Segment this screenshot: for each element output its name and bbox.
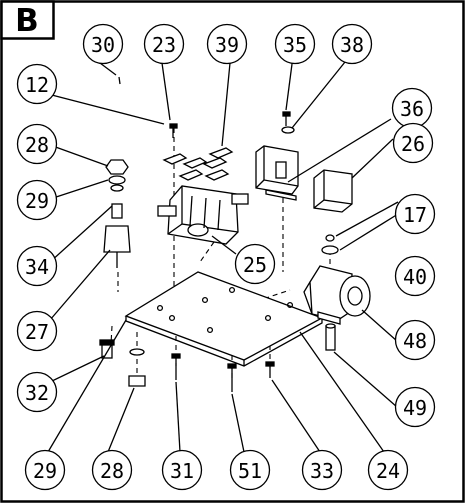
contactor-icon bbox=[157, 185, 249, 245]
callout-38: 38 bbox=[331, 23, 373, 65]
section-tab: B bbox=[0, 0, 55, 40]
callout-35: 35 bbox=[274, 23, 316, 65]
callout-label: 35 bbox=[283, 33, 307, 57]
callout-40: 40 bbox=[394, 255, 436, 297]
callout-label: 48 bbox=[403, 329, 427, 353]
callout-48: 48 bbox=[394, 319, 436, 361]
callout-label: 40 bbox=[403, 265, 427, 289]
callout-label: 23 bbox=[152, 33, 176, 57]
callout-28-bottom: 28 bbox=[91, 449, 133, 491]
callout-33: 33 bbox=[301, 449, 343, 491]
callout-24: 24 bbox=[367, 449, 409, 491]
standoff-icon bbox=[325, 323, 336, 351]
callout-label: 25 bbox=[243, 253, 267, 277]
callout-26: 26 bbox=[392, 122, 434, 164]
capacitor-icon bbox=[313, 169, 353, 213]
callout-label: 38 bbox=[340, 33, 364, 57]
callout-32: 32 bbox=[16, 371, 58, 413]
bottom-hardware bbox=[99, 339, 275, 392]
callout-31: 31 bbox=[161, 449, 203, 491]
callout-label: 17 bbox=[403, 203, 427, 227]
callout-51: 51 bbox=[229, 449, 271, 491]
callout-29: 29 bbox=[16, 179, 58, 221]
section-label: B bbox=[15, 3, 39, 39]
callout-39: 39 bbox=[206, 23, 248, 65]
callout-23: 23 bbox=[143, 23, 185, 65]
washer-icon bbox=[321, 234, 339, 255]
callout-label: 28 bbox=[100, 459, 124, 483]
callout-label: 26 bbox=[401, 132, 425, 156]
callout-27: 27 bbox=[16, 310, 58, 352]
callout-label: 39 bbox=[215, 33, 239, 57]
callout-25: 25 bbox=[234, 243, 276, 285]
fuse-holder-icon bbox=[103, 159, 131, 268]
callout-29-bottom: 29 bbox=[24, 449, 66, 491]
callout-36: 36 bbox=[391, 87, 433, 129]
callout-label: 49 bbox=[403, 396, 427, 420]
leader-lines bbox=[43, 61, 399, 453]
callout-label: 27 bbox=[25, 320, 49, 344]
motor-icon bbox=[303, 265, 371, 325]
callout-label: 29 bbox=[33, 459, 57, 483]
base-plate-icon bbox=[124, 271, 324, 367]
callout-12: 12 bbox=[16, 63, 58, 105]
relay-icon bbox=[255, 145, 299, 201]
screw-pair-icon bbox=[281, 111, 295, 134]
callout-label: 28 bbox=[25, 133, 49, 157]
callout-label: 33 bbox=[310, 459, 334, 483]
callout-label: 12 bbox=[25, 73, 49, 97]
callout-30: 30 bbox=[82, 23, 124, 65]
callout-label: 31 bbox=[170, 459, 194, 483]
callout-34: 34 bbox=[16, 245, 58, 287]
terminal-clips bbox=[162, 147, 234, 181]
callout-17: 17 bbox=[394, 193, 436, 235]
callout-label: 51 bbox=[238, 459, 262, 483]
screw-icon bbox=[169, 123, 178, 138]
callout-label: 36 bbox=[400, 97, 424, 121]
callout-label: 32 bbox=[25, 381, 49, 405]
callout-label: 24 bbox=[376, 459, 400, 483]
callout-49: 49 bbox=[394, 386, 436, 428]
callout-label: 30 bbox=[91, 33, 115, 57]
callout-28: 28 bbox=[16, 123, 58, 165]
callout-label: 34 bbox=[25, 255, 49, 279]
callout-label: 29 bbox=[25, 189, 49, 213]
